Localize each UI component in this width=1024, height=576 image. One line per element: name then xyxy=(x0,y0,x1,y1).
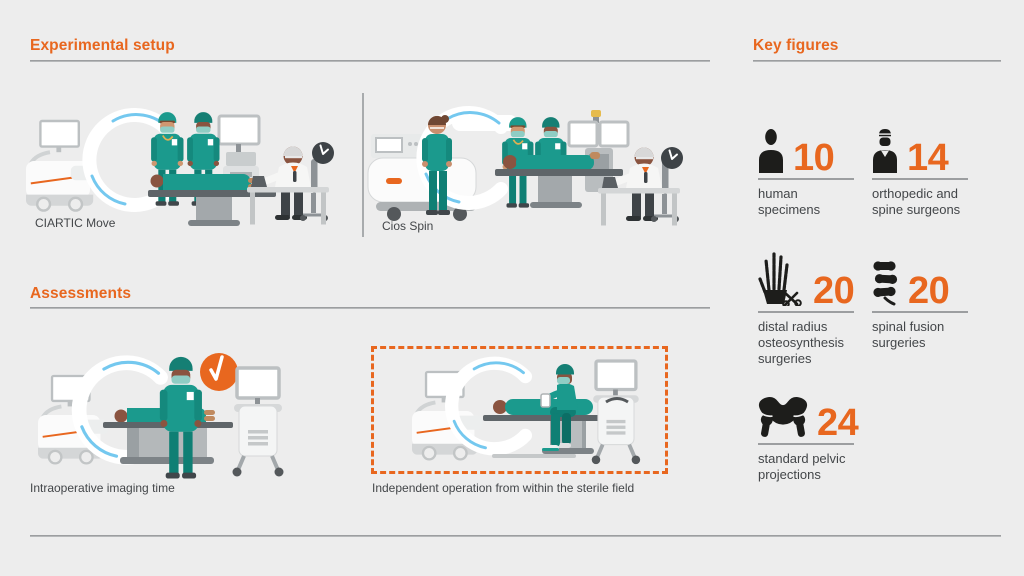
pelvis-bone-icon xyxy=(758,396,808,437)
stat-label: standard pelvic projections xyxy=(758,451,846,482)
stopwatch-orange-icon xyxy=(200,353,238,391)
wall-clock-icon xyxy=(311,141,335,165)
stat-rule xyxy=(872,311,968,313)
caption-intraoperative-imaging-time: Intraoperative imaging time xyxy=(30,481,175,495)
operating-table xyxy=(103,422,233,464)
caption-independent-operation: Independent operation from within the st… xyxy=(372,481,635,495)
stat-rule xyxy=(758,311,854,313)
key-figure-human-specimens: 10 human specimens xyxy=(758,127,868,218)
caption-cios-spin: Cios Spin xyxy=(382,219,434,233)
cios-spin-illustration xyxy=(367,90,684,240)
spine-vertebrae-icon xyxy=(873,261,898,306)
stat-label: distal radius osteosynthesis surgeries xyxy=(758,319,844,366)
stat-label: human specimens xyxy=(758,186,821,217)
surgeon-sitting-with-remote xyxy=(540,364,578,451)
independent-operation-illustration xyxy=(410,349,643,466)
stat-label: spinal fusion surgeries xyxy=(872,319,945,350)
rule-assessments xyxy=(30,307,710,309)
stat-value: 24 xyxy=(817,401,859,444)
scene-independent-operation xyxy=(374,349,666,471)
intraoperative-imaging-illustration xyxy=(36,353,286,479)
section-title-key-figures: Key figures xyxy=(753,37,839,54)
patient-on-table xyxy=(503,152,600,170)
section-title-experimental-setup: Experimental setup xyxy=(30,37,175,54)
rule-key-figures xyxy=(753,60,1001,62)
stat-rule xyxy=(758,178,854,180)
stat-value: 14 xyxy=(907,136,949,179)
ciartic-move-illustration xyxy=(20,90,335,238)
skeletal-hand-scissors-icon xyxy=(758,252,802,306)
monitor-cart xyxy=(230,366,286,479)
scene-intraoperative-imaging-time xyxy=(22,342,356,494)
rule-experimental-setup xyxy=(30,60,710,62)
caption-ciartic-move: CIARTIC Move xyxy=(35,216,116,230)
monitor-cart xyxy=(589,359,643,466)
scene-ciartic-move xyxy=(20,90,354,238)
stat-rule xyxy=(758,443,854,445)
stat-label: orthopedic and spine surgeons xyxy=(872,186,961,217)
key-figure-surgeons: 14 orthopedic and spine surgeons xyxy=(872,127,982,218)
operating-table xyxy=(495,169,623,208)
bottom-rule xyxy=(30,535,1001,537)
key-figure-spinal-fusion: 20 spinal fusion surgeries xyxy=(872,260,982,351)
key-figure-distal-radius: 20 distal radius osteosynthesis surgerie… xyxy=(758,252,868,367)
scene-divider xyxy=(362,93,364,237)
surgeon-icon xyxy=(873,129,897,173)
highlight-dashed-box xyxy=(371,346,668,474)
patient-on-table xyxy=(150,174,260,190)
wall-clock-icon xyxy=(660,146,684,170)
section-title-assessments: Assessments xyxy=(30,285,132,302)
stat-value: 20 xyxy=(908,269,950,312)
stat-value: 20 xyxy=(813,269,855,312)
key-figure-pelvic-projections: 24 standard pelvic projections xyxy=(758,394,868,483)
stat-rule xyxy=(872,178,968,180)
operating-table xyxy=(148,190,276,226)
human-specimen-icon xyxy=(759,129,783,173)
scene-cios-spin xyxy=(366,90,704,240)
stat-value: 10 xyxy=(793,136,835,179)
